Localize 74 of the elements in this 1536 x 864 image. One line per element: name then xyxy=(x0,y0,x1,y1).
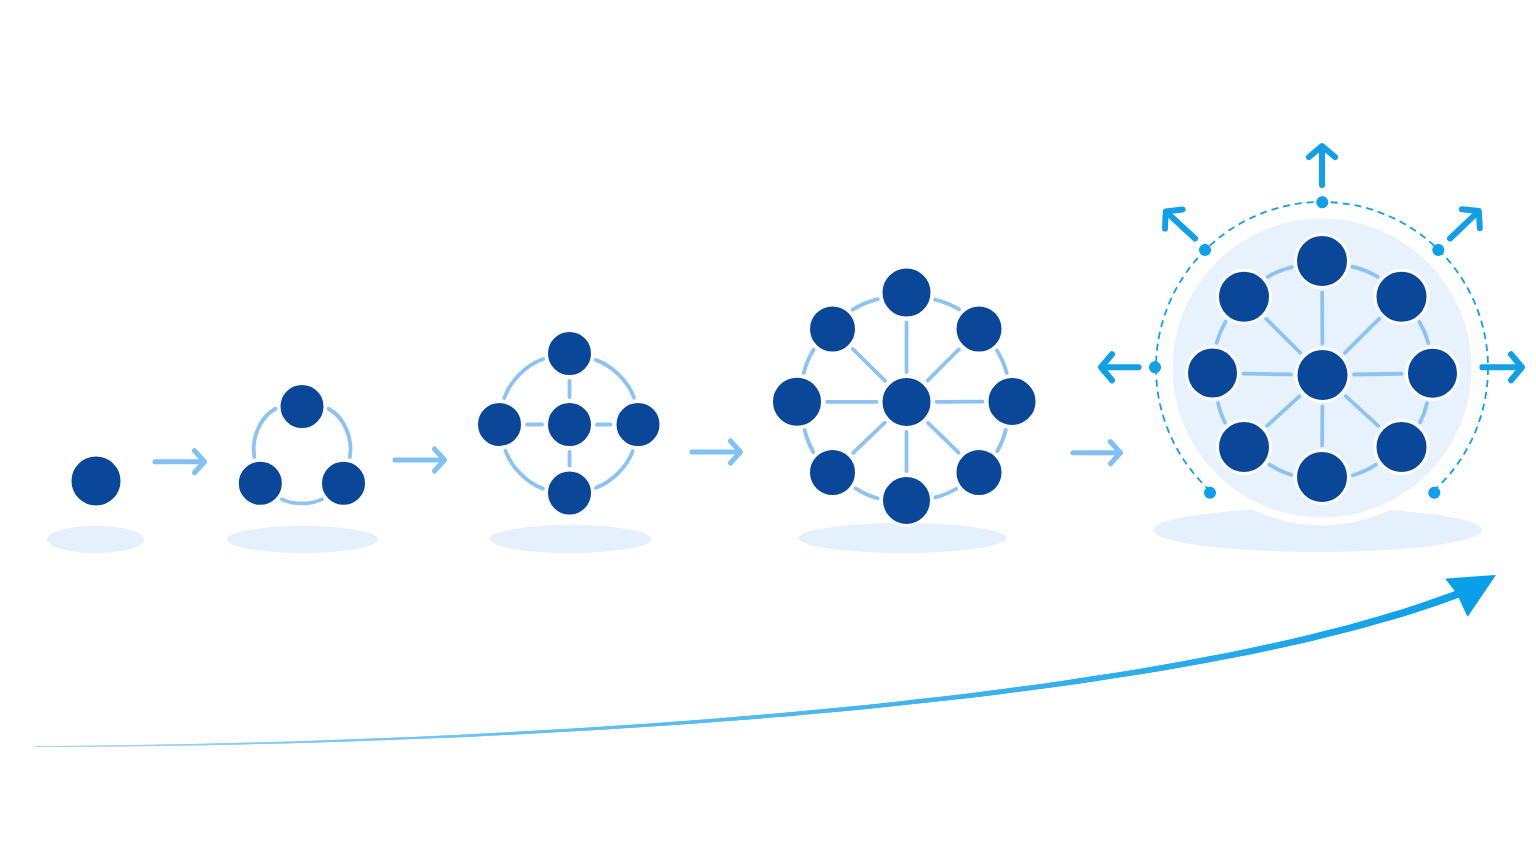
network-node xyxy=(69,454,123,508)
arrow xyxy=(152,448,207,476)
link-line xyxy=(850,347,888,383)
link-line xyxy=(567,379,572,399)
link-arc xyxy=(1417,320,1431,345)
network-node xyxy=(986,375,1038,428)
link-line xyxy=(1320,290,1325,346)
link-line xyxy=(1264,317,1303,355)
network-node xyxy=(545,329,594,378)
link-arc xyxy=(502,357,546,400)
link-line xyxy=(925,347,961,383)
network-node xyxy=(807,447,858,498)
link-arc xyxy=(995,348,1009,375)
link-line xyxy=(595,422,613,427)
network-node xyxy=(880,375,933,429)
link-arc xyxy=(933,297,961,312)
network-node xyxy=(770,375,824,429)
link-arc xyxy=(251,406,278,459)
link-line xyxy=(1343,316,1382,355)
link-arc xyxy=(326,406,353,459)
network-node xyxy=(807,304,858,354)
network-node xyxy=(236,459,285,508)
link-arc xyxy=(853,486,880,501)
link-line xyxy=(1320,404,1325,448)
link-line xyxy=(825,399,879,404)
arrow xyxy=(1070,439,1123,467)
network-node xyxy=(1373,419,1430,475)
link-arc xyxy=(1214,319,1228,345)
network-node xyxy=(1216,419,1272,475)
link-line xyxy=(1265,394,1302,428)
link-line xyxy=(934,399,985,404)
link-arc xyxy=(1265,265,1294,279)
link-arc xyxy=(1350,264,1380,279)
network-node xyxy=(1294,347,1351,403)
network-node xyxy=(475,400,524,449)
network-node xyxy=(1294,449,1350,505)
network-node xyxy=(545,400,594,449)
network-node xyxy=(614,400,662,449)
link-arc xyxy=(280,497,324,506)
link-arc xyxy=(1216,401,1227,425)
arrow xyxy=(689,438,743,466)
link-line xyxy=(904,320,909,374)
network-node xyxy=(319,459,368,508)
link-arc xyxy=(995,427,1008,454)
network-node xyxy=(954,304,1004,354)
network-node xyxy=(1216,268,1272,325)
link-line xyxy=(904,430,909,473)
link-arc xyxy=(933,486,959,500)
network-node xyxy=(1405,345,1460,401)
link-line xyxy=(1352,371,1404,377)
link-line xyxy=(1343,394,1381,428)
network-node xyxy=(545,469,594,517)
link-arc xyxy=(593,358,636,400)
link-arc xyxy=(1418,401,1429,425)
network-node xyxy=(880,474,933,527)
network-node xyxy=(880,266,933,319)
link-arc xyxy=(1267,462,1294,477)
network-node xyxy=(278,382,326,431)
link-line xyxy=(851,420,887,455)
arrow xyxy=(392,446,447,474)
link-arc xyxy=(802,428,816,455)
link-arc xyxy=(594,449,635,490)
link-arc xyxy=(1351,462,1378,478)
link-line xyxy=(1241,371,1293,377)
link-line xyxy=(567,450,572,468)
link-arc xyxy=(503,448,545,491)
link-arc xyxy=(850,297,880,312)
link-line xyxy=(926,421,961,455)
link-line xyxy=(525,422,544,427)
link-arc xyxy=(801,347,816,375)
network-node xyxy=(1185,345,1240,401)
network-node xyxy=(1373,268,1430,325)
network-node xyxy=(954,447,1004,498)
network-node xyxy=(1294,233,1350,289)
